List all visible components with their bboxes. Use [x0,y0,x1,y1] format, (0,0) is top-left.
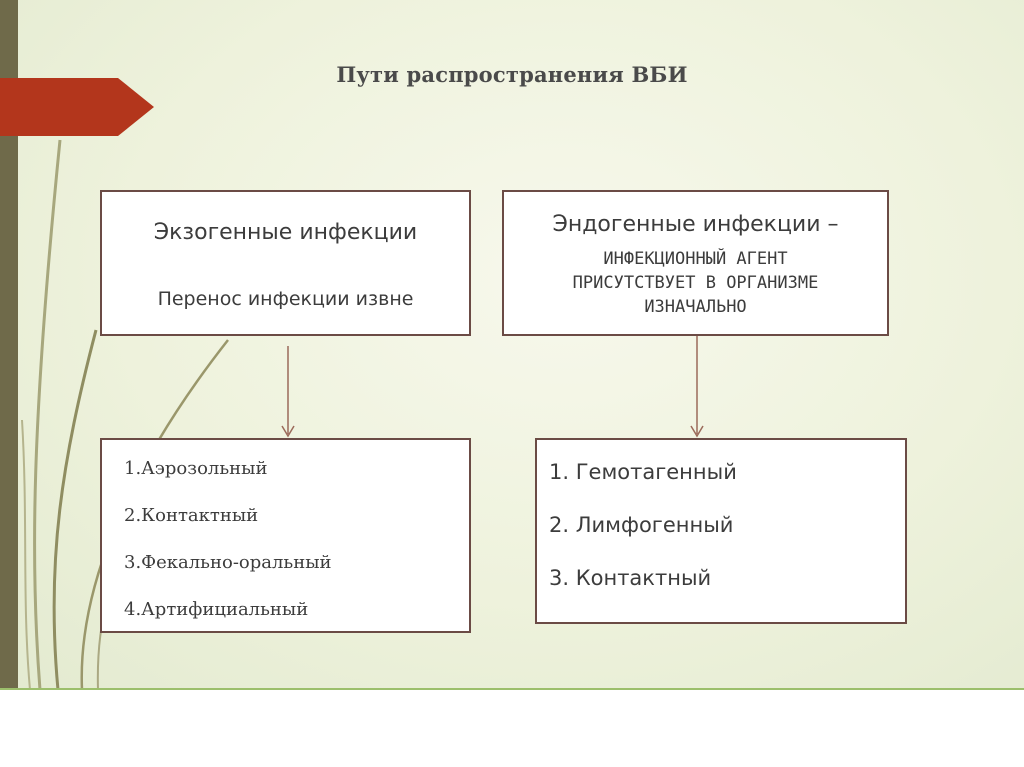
left-decor-bar [0,0,18,690]
list-item: 2. Лимфогенный [549,513,734,537]
exogenous-box: Экзогенные инфекции Перенос инфекции изв… [100,190,471,336]
exogenous-subtitle: Перенос инфекции извне [157,288,414,310]
slide: Пути распространения ВБИ Экзогенные инфе… [0,0,1024,690]
list-item: 3. Контактный [549,566,712,590]
list-item: 2.Контактный [124,505,259,526]
endogenous-subtitle-line: ИНФЕКЦИОННЫЙ АГЕНТ [603,249,788,269]
bottom-divider [0,688,1024,690]
endogenous-subtitle-line: ИЗНАЧАЛЬНО [644,297,747,317]
exogenous-routes-box: 1.Аэрозольный 2.Контактный 3.Фекально-ор… [100,438,471,633]
endogenous-subtitle: ИНФЕКЦИОННЫЙ АГЕНТ ПРИСУТСТВУЕТ В ОРГАНИ… [504,247,887,319]
slide-title: Пути распространения ВБИ [336,62,688,87]
endogenous-routes-box: 1. Гемотагенный 2. Лимфогенный 3. Контак… [535,438,907,624]
list-item: 3.Фекально-оральный [124,552,332,573]
list-item: 1.Аэрозольный [124,458,268,479]
endogenous-title: Эндогенные инфекции – [552,212,839,237]
list-item: 4.Артифициальный [124,599,309,620]
endogenous-box: Эндогенные инфекции – ИНФЕКЦИОННЫЙ АГЕНТ… [502,190,889,336]
endogenous-subtitle-line: ПРИСУТСТВУЕТ В ОРГАНИЗМЕ [572,273,819,293]
endogenous-routes-list: 1. Гемотагенный 2. Лимфогенный 3. Контак… [549,460,737,619]
exogenous-routes-list: 1.Аэрозольный 2.Контактный 3.Фекально-ор… [124,458,332,646]
list-item: 1. Гемотагенный [549,460,737,484]
red-arrow-tab [0,78,154,136]
exogenous-title: Экзогенные инфекции [153,220,418,245]
